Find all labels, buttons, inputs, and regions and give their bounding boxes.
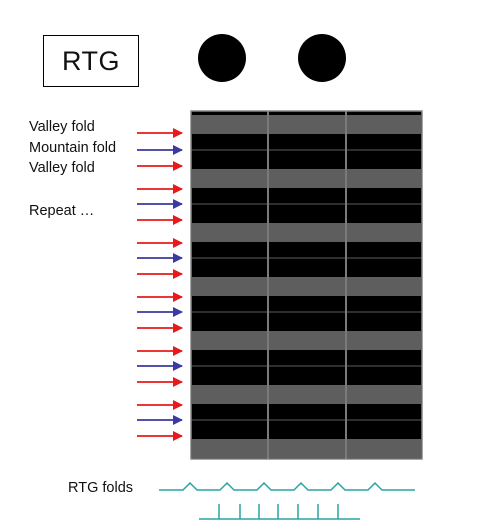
repeat-label: Repeat … bbox=[29, 203, 95, 219]
fold-arrows bbox=[137, 128, 183, 441]
grid-border bbox=[190, 110, 423, 460]
corrugated-sheet-grid bbox=[190, 110, 423, 460]
rtg-folds-label: RTG folds bbox=[68, 480, 134, 496]
gray-band bbox=[192, 385, 421, 404]
gray-band bbox=[192, 115, 421, 134]
rtg-folds-profile bbox=[159, 481, 415, 520]
gray-band bbox=[192, 223, 421, 242]
gray-band bbox=[192, 331, 421, 350]
rtg-label-box: RTG bbox=[43, 35, 139, 87]
valley-fold-label: Valley fold bbox=[29, 119, 95, 135]
gray-band bbox=[192, 439, 421, 458]
mountain-fold-label: Mountain fold bbox=[29, 140, 117, 156]
black-dot bbox=[198, 34, 246, 82]
rtg-fold-line bbox=[159, 481, 415, 491]
valley-fold-label: Valley fold bbox=[29, 160, 95, 176]
gray-band bbox=[192, 277, 421, 296]
gray-band bbox=[192, 169, 421, 188]
black-dot bbox=[298, 34, 346, 82]
